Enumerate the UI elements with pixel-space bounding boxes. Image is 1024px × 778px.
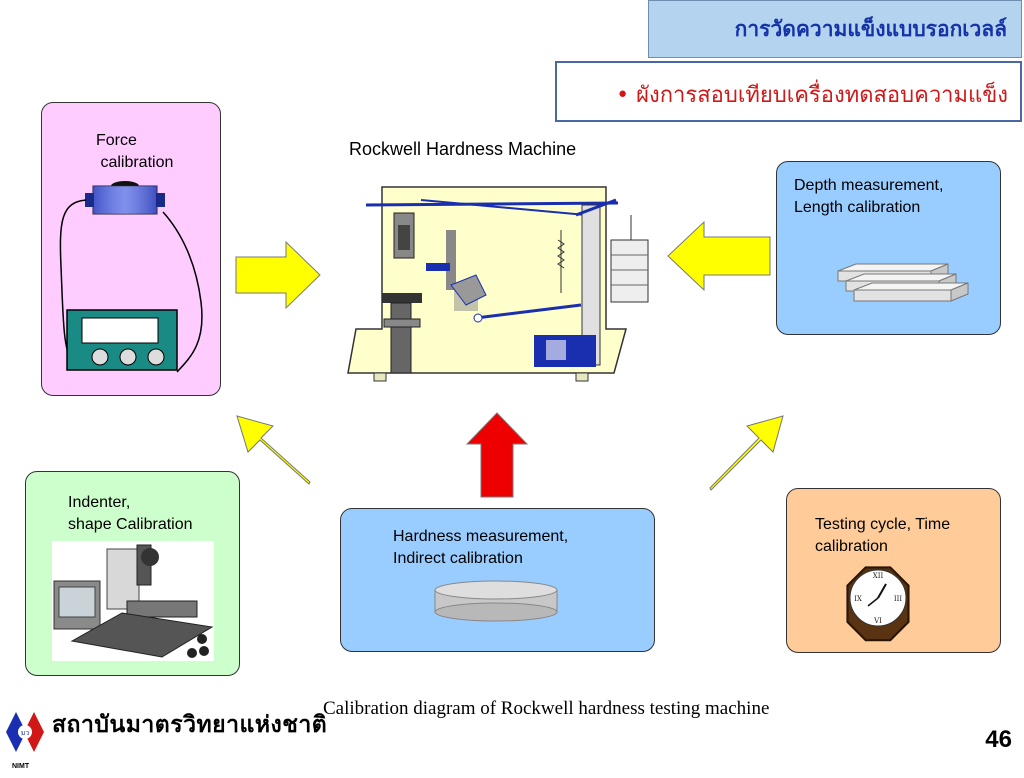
svg-text:XII: XII [873, 572, 884, 580]
arrow-testing-to-machine [709, 415, 784, 491]
arrow-hardness-to-machine [465, 412, 529, 498]
diagram-caption: Calibration diagram of Rockwell hardness… [323, 698, 770, 719]
gauge-blocks-icon [837, 263, 969, 302]
cable-line [162, 211, 203, 373]
logo-mark: มว [21, 729, 30, 737]
slide-subtitle: • ผังการสอบเทียบเครื่องทดสอบความแข็ง [616, 83, 1008, 108]
subtitle-box: • ผังการสอบเทียบเครื่องทดสอบความแข็ง [555, 61, 1022, 122]
load-cell-icon [85, 181, 165, 215]
hardness-test-block-icon [434, 580, 558, 622]
force-calibration-label: Force calibration [96, 132, 174, 171]
testing-cycle-label: Testing cycle, Time calibration [815, 516, 951, 555]
force-calibration-illustration [59, 181, 203, 373]
rockwell-machine-diagram [347, 186, 649, 382]
arrow-force-to-machine [235, 240, 321, 310]
arrow-indenter-to-machine [236, 415, 311, 485]
svg-text:VI: VI [873, 617, 882, 625]
nimt-logo-icon: มว [6, 712, 44, 752]
svg-text:III: III [894, 595, 903, 603]
clock-icon: XII III VI IX [846, 566, 910, 642]
measuring-microscope-icon [52, 541, 214, 661]
indenter-calibration-label: Indenter, shape Calibration [68, 494, 193, 533]
arrow-depth-to-machine [667, 220, 771, 292]
hardness-measurement-panel: Hardness measurement, Indirect calibrati… [340, 508, 655, 652]
institute-name: สถาบันมาตรวิทยาแห่งชาติ [52, 712, 328, 738]
svg-text:IX: IX [854, 595, 862, 603]
slide-title: การวัดความแข็งแบบรอกเวลล์ [734, 17, 1007, 41]
depth-calibration-label: Depth measurement, Length calibration [794, 177, 944, 216]
hardness-measurement-label: Hardness measurement, Indirect calibrati… [393, 528, 569, 567]
machine-title: Rockwell Hardness Machine [349, 139, 577, 159]
page-number: 46 [985, 726, 1012, 753]
force-indicator-icon [66, 309, 178, 371]
depth-calibration-panel: Depth measurement, Length calibration [776, 161, 1001, 335]
title-box: การวัดความแข็งแบบรอกเวลล์ [648, 0, 1022, 58]
cable-line [59, 199, 87, 361]
logo-abbreviation: NIMT [12, 763, 30, 770]
